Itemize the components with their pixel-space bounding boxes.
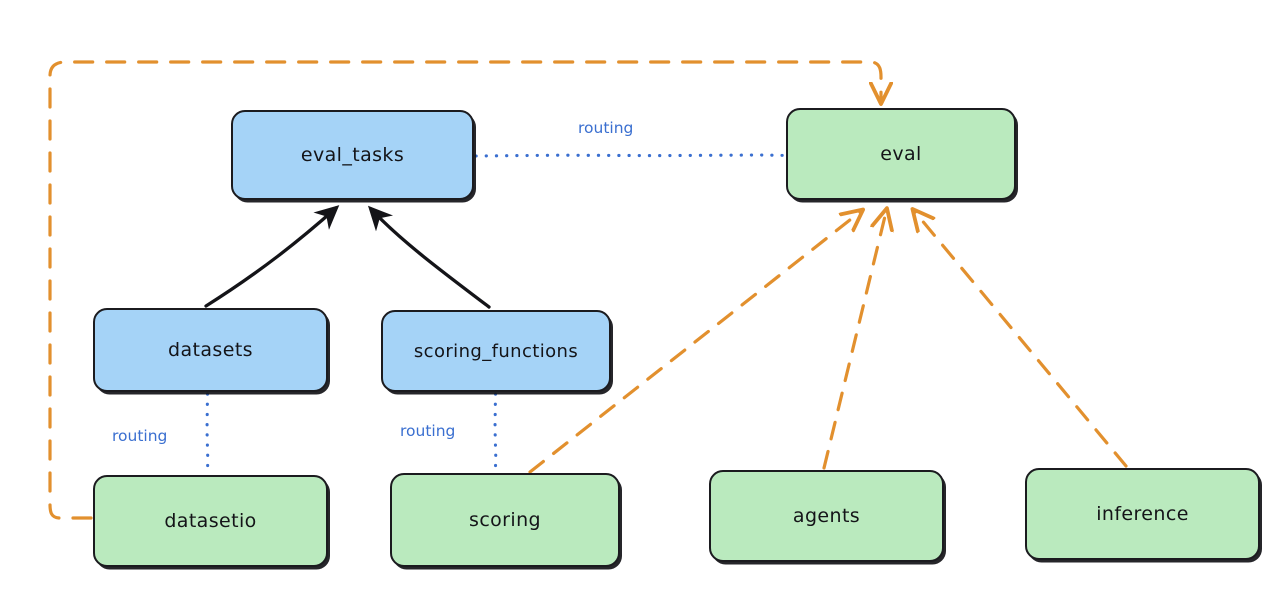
node-label: inference	[1096, 503, 1189, 525]
edge-label-routing-eval: routing	[578, 119, 634, 137]
node-scoring_functions[interactable]: scoring_functions	[381, 310, 611, 392]
edge-scoring_functions-eval_tasks	[367, 205, 491, 309]
edge-label-routing-scoring: routing	[400, 422, 456, 440]
edge-inference-eval	[915, 212, 1128, 468]
edge-scoring_functions-scoring	[493, 392, 498, 474]
edge-agents-eval	[822, 212, 886, 470]
edge-label-routing-datasetio: routing	[112, 427, 168, 445]
node-datasets[interactable]: datasets	[93, 308, 328, 392]
node-label: datasets	[168, 339, 253, 361]
node-label: scoring	[469, 509, 541, 531]
node-label: datasetio	[164, 510, 257, 532]
node-datasetio[interactable]: datasetio	[93, 475, 328, 567]
node-label: agents	[792, 505, 861, 527]
node-eval[interactable]: eval	[786, 108, 1016, 200]
node-label: eval_tasks	[300, 144, 405, 166]
edge-datasets-eval_tasks	[204, 205, 340, 308]
node-label: eval	[880, 143, 922, 165]
node-scoring[interactable]: scoring	[390, 473, 620, 567]
edge-eval_tasks-eval	[474, 153, 786, 158]
node-eval_tasks[interactable]: eval_tasks	[231, 110, 474, 200]
node-agents[interactable]: agents	[709, 470, 944, 562]
edge-datasets-datasetio	[205, 392, 210, 476]
node-inference[interactable]: inference	[1025, 468, 1260, 560]
node-label: scoring_functions	[413, 340, 579, 362]
